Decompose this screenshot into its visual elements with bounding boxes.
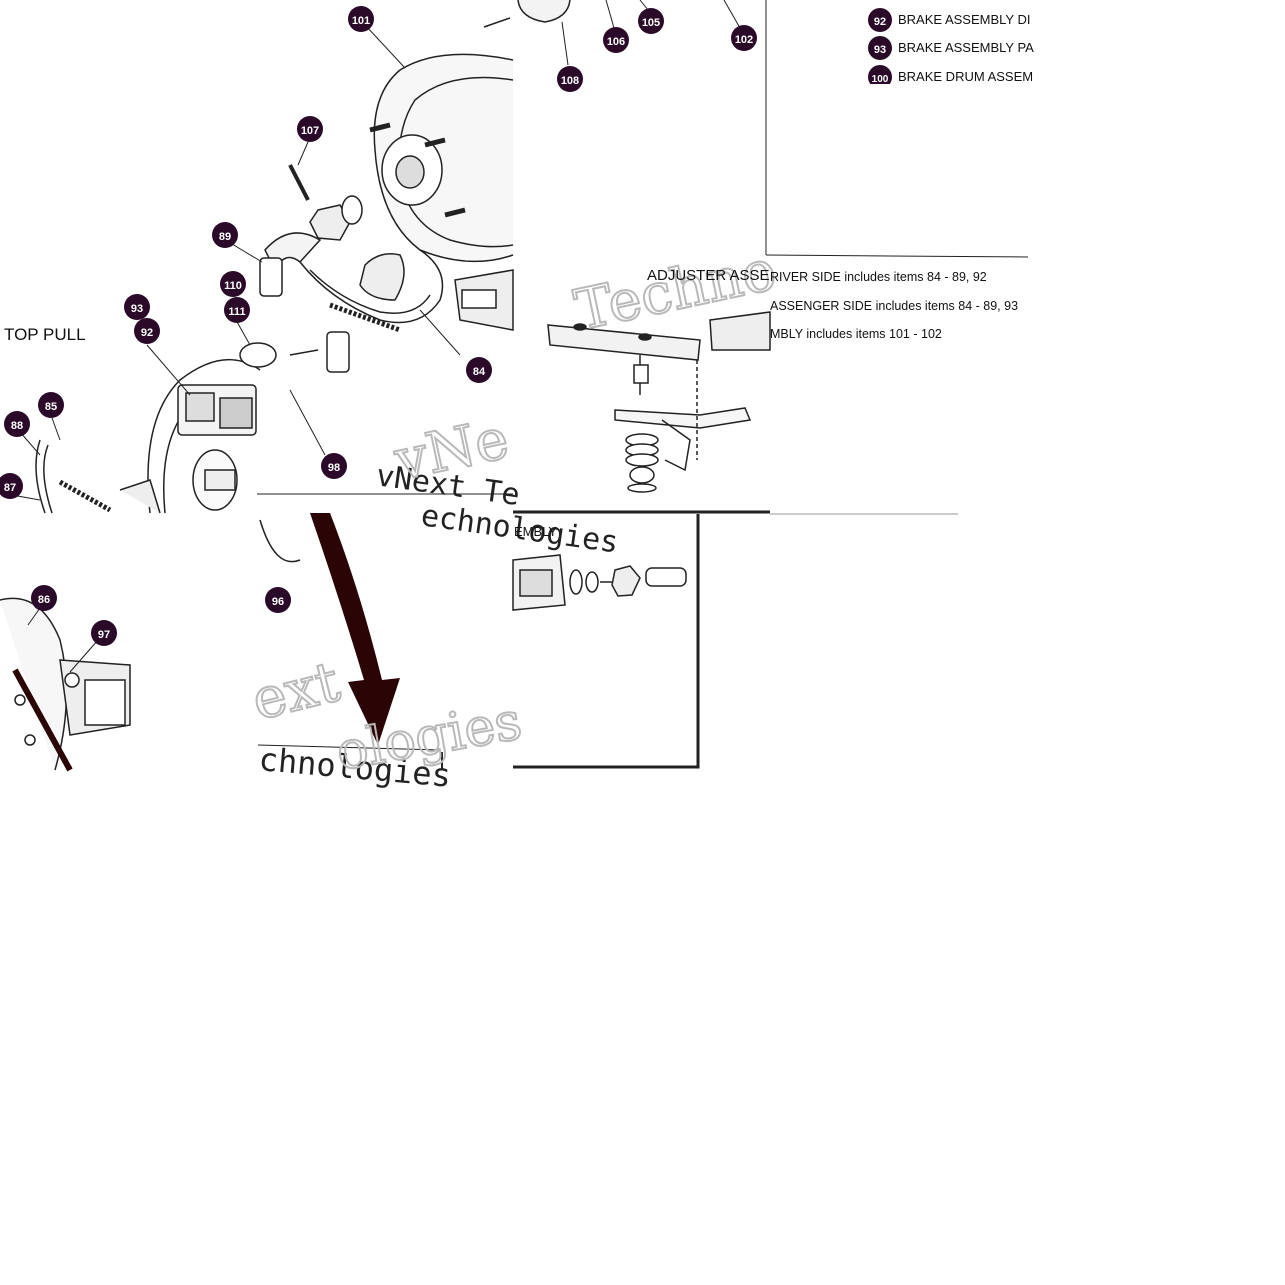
svg-text:85: 85 — [45, 401, 57, 413]
top-parts-drawing — [517, 0, 741, 66]
callout-106: 106 — [603, 27, 629, 53]
callout-102: 102 — [731, 25, 757, 51]
section-label-top-pull: TOP PULL — [4, 325, 86, 344]
callout-86: 86 — [31, 585, 57, 611]
backing-plate-drawing — [11, 344, 261, 514]
svg-text:92: 92 — [141, 327, 153, 339]
svg-text:86: 86 — [38, 594, 50, 606]
legend-item-brake-drum-assembly: BRAKE DRUM ASSEM — [898, 69, 1033, 84]
callout-88: 88 — [4, 411, 30, 437]
svg-text:101: 101 — [352, 15, 370, 27]
includes-line-passenger-side: ASSENGER SIDE includes items 84 - 89, 93 — [770, 299, 1018, 313]
legend-item-brake-assembly-passenger: BRAKE ASSEMBLY PA — [898, 40, 1034, 55]
svg-text:100: 100 — [872, 74, 889, 85]
svg-text:106: 106 — [607, 36, 625, 48]
legend-frame — [765, 0, 1029, 258]
svg-text:107: 107 — [301, 125, 319, 137]
callout-93: 93 — [124, 294, 150, 320]
callout-96: 96 — [265, 587, 291, 613]
callout-108: 108 — [557, 66, 583, 92]
legend-key-93: 93 — [868, 36, 892, 60]
svg-text:87: 87 — [4, 482, 16, 494]
callout-101: 101 — [348, 6, 374, 32]
arrow-drawing — [257, 513, 443, 770]
includes-notes: RIVER SIDE includes items 84 - 89, 92 AS… — [770, 270, 1018, 341]
callout-111: 111 — [224, 297, 250, 323]
plate-lower-drawing — [0, 597, 131, 772]
svg-text:84: 84 — [473, 366, 486, 378]
watermark-text-6: ext — [246, 649, 347, 733]
callout-87: 87 — [0, 473, 23, 499]
callout-110: 110 — [220, 271, 246, 297]
svg-text:98: 98 — [328, 462, 340, 474]
callout-107: 107 — [297, 116, 323, 142]
callout-92: 92 — [134, 318, 160, 344]
callout-85: 85 — [38, 392, 64, 418]
legend-key-100: 100 — [868, 65, 892, 89]
legend-item-brake-assembly-driver: BRAKE ASSEMBLY DI — [898, 12, 1030, 27]
callout-97: 97 — [91, 620, 117, 646]
svg-text:97: 97 — [98, 629, 110, 641]
svg-text:108: 108 — [561, 75, 579, 87]
assembly-label: EMBLY — [514, 524, 557, 539]
legend-key-92: 92 — [868, 8, 892, 32]
callout-89: 89 — [212, 222, 238, 248]
assembly-drawing — [512, 514, 700, 769]
callout-84: 84 — [466, 357, 492, 383]
hub-drum-drawing — [231, 17, 514, 495]
svg-text:105: 105 — [642, 17, 660, 29]
callout-105: 105 — [638, 8, 664, 34]
includes-line-drum-assembly: MBLY includes items 101 - 102 — [770, 327, 942, 341]
svg-text:92: 92 — [874, 16, 886, 28]
legend: 92 BRAKE ASSEMBLY DI 93 BRAKE ASSEMBLY P… — [866, 8, 1034, 90]
svg-text:102: 102 — [735, 34, 753, 46]
adjuster-drawing — [513, 311, 958, 515]
svg-text:93: 93 — [874, 44, 886, 56]
svg-text:111: 111 — [228, 306, 245, 318]
callouts: 101 106 105 102 108 107 89 110 111 93 92… — [0, 6, 757, 646]
svg-text:88: 88 — [11, 420, 23, 432]
callout-98: 98 — [321, 453, 347, 479]
svg-text:93: 93 — [131, 303, 143, 315]
svg-text:110: 110 — [224, 280, 242, 292]
includes-line-driver-side: RIVER SIDE includes items 84 - 89, 92 — [770, 270, 987, 284]
svg-text:96: 96 — [272, 596, 284, 608]
adjuster-assembly-label: ADJUSTER ASSE — [647, 267, 770, 284]
svg-text:89: 89 — [219, 231, 231, 243]
